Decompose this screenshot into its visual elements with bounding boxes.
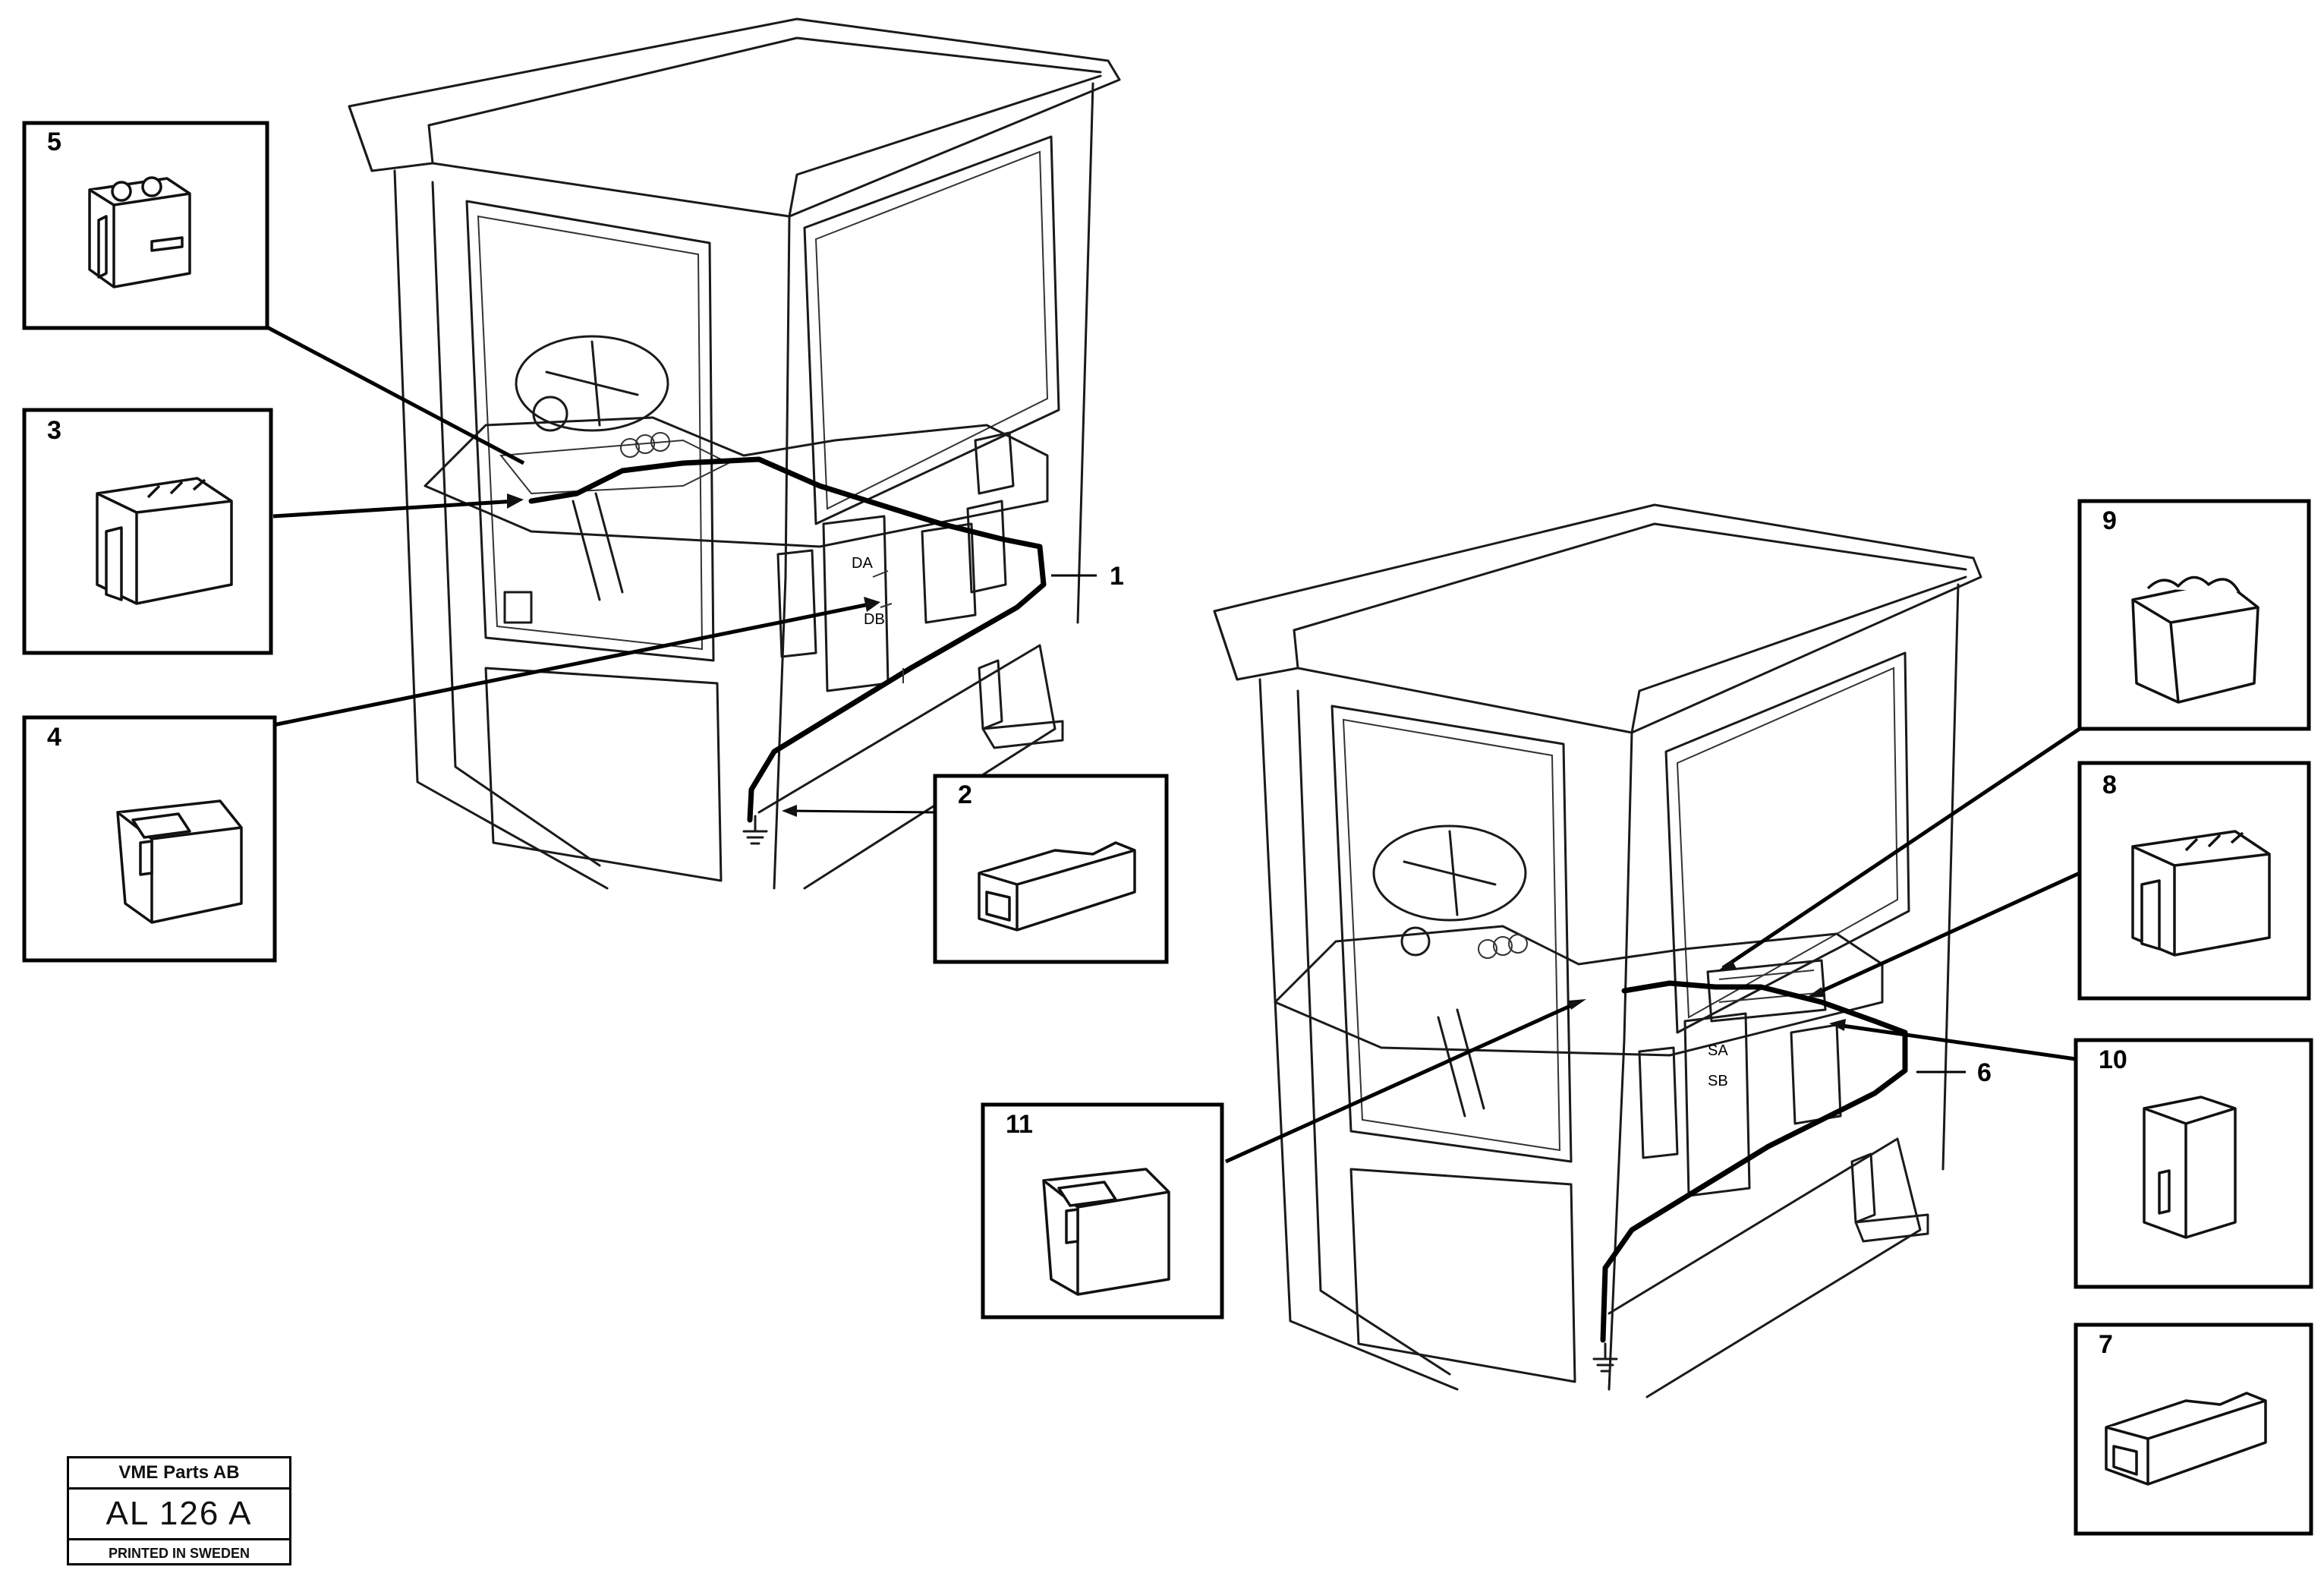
printed-note: PRINTED IN SWEDEN [108, 1546, 250, 1561]
callout-label-10: 10 [2099, 1045, 2127, 1074]
panel-label-sa: SA [1708, 1042, 1728, 1059]
panel-label-db: DB [864, 611, 885, 628]
callout-label-4: 4 [47, 723, 61, 752]
leader-lines [264, 324, 2081, 1164]
connector-icon-7 [2105, 1392, 2267, 1486]
callout-label-9: 9 [2102, 506, 2117, 535]
callout-label-1: 1 [1110, 562, 1124, 591]
connector-icon-5 [88, 176, 191, 288]
connector-icon-11 [1042, 1168, 1170, 1296]
callout-box-11: 11 [981, 1102, 1224, 1319]
right-cab-illustration [1213, 503, 1982, 1398]
left-cab-illustration [348, 17, 1121, 890]
connector-icon-2 [978, 841, 1136, 932]
callout-box-7: 7 [2074, 1323, 2313, 1536]
harness-6 [1600, 980, 1908, 1343]
callout-label-7: 7 [2099, 1330, 2113, 1359]
callout-label-8: 8 [2102, 771, 2117, 799]
callout-box-5: 5 [22, 121, 269, 330]
drawing-code: AL 126 A [69, 1490, 289, 1540]
panel-label-da: DA [852, 555, 873, 572]
harness-1 [528, 456, 1047, 823]
callout-label-11: 11 [1006, 1110, 1033, 1139]
callout-box-10: 10 [2074, 1038, 2313, 1289]
callout-label-3: 3 [47, 416, 61, 445]
connector-icon-8 [2131, 830, 2271, 957]
title-block: VME Parts AB AL 126 A PRINTED IN SWEDEN [67, 1456, 291, 1565]
callout-box-8: 8 [2077, 761, 2311, 1001]
callout-label-6: 6 [1977, 1058, 1992, 1087]
callout-label-2: 2 [958, 780, 972, 809]
connector-icon-9 [2131, 575, 2259, 704]
company-name: VME Parts AB [69, 1458, 289, 1490]
callout-box-9: 9 [2077, 499, 2311, 731]
connector-icon-3 [96, 477, 233, 605]
panel-label-sb: SB [1708, 1073, 1728, 1089]
callout-label-5: 5 [47, 128, 61, 156]
callout-box-2: 2 [933, 774, 1169, 964]
callout-box-3: 3 [22, 408, 273, 655]
callout-box-4: 4 [22, 715, 277, 963]
connector-icon-4 [116, 799, 243, 924]
connector-icon-10 [2143, 1096, 2237, 1239]
